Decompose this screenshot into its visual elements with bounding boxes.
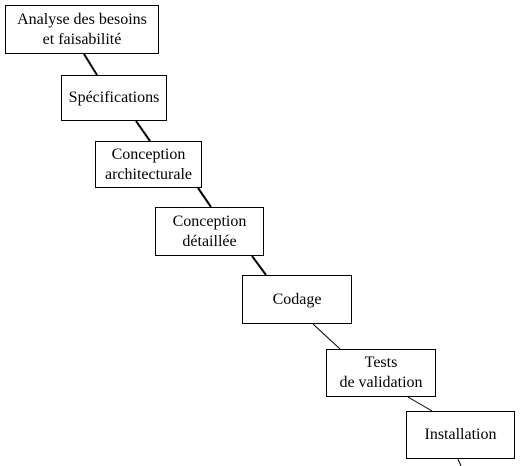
step-label-line: architecturale xyxy=(104,165,193,183)
step-codage: Codage xyxy=(242,275,352,324)
step-label-line: et faisabilité xyxy=(42,30,122,48)
connector-7-exit xyxy=(457,458,462,466)
step-label-line: détaillée xyxy=(182,232,237,250)
step-specifications: Spécifications xyxy=(61,75,167,121)
connector-3-4 xyxy=(197,187,212,208)
step-label-line: Conception xyxy=(172,212,247,230)
connector-4-5 xyxy=(251,255,267,276)
connector-5-6 xyxy=(312,323,341,350)
step-label-line: Analyse des besoins xyxy=(17,10,147,28)
connector-1-2 xyxy=(83,53,98,76)
step-label-line: Codage xyxy=(272,290,322,308)
step-tests-validation: Tests de validation xyxy=(326,349,436,397)
step-conception-detaillee: Conception détaillée xyxy=(155,207,264,256)
step-label-line: Conception xyxy=(111,145,186,163)
step-label-line: Spécifications xyxy=(68,89,160,106)
step-label-line: de validation xyxy=(339,374,423,391)
step-analyse-besoins: Analyse des besoins et faisabilité xyxy=(5,5,159,54)
step-installation: Installation xyxy=(406,411,515,459)
connector-2-3 xyxy=(135,120,151,142)
step-label-line: Installation xyxy=(424,426,497,443)
step-label-line: Tests xyxy=(364,354,398,371)
connector-6-7 xyxy=(407,396,433,412)
step-conception-architecturale: Conception architecturale xyxy=(95,141,202,188)
